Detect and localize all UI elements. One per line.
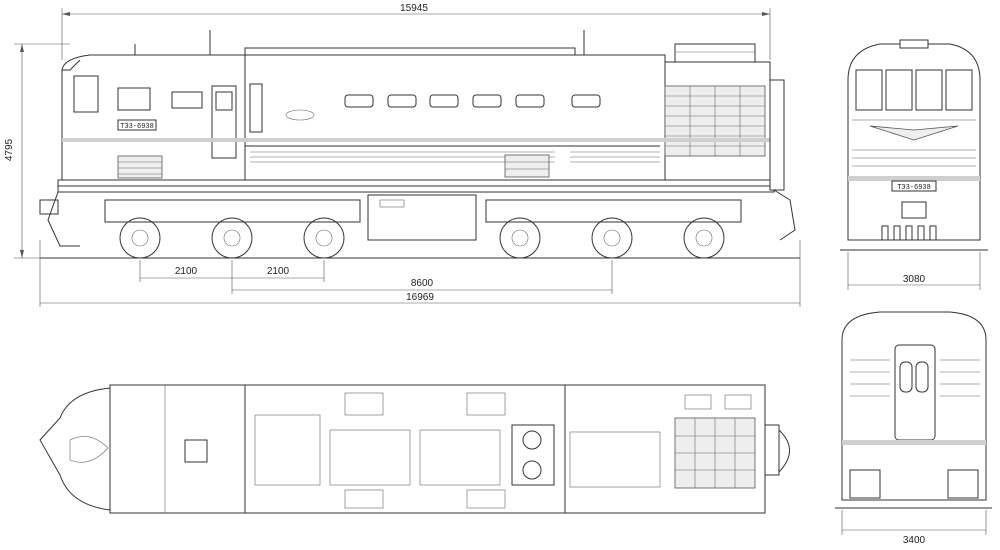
dimension-axle-spacing-2: 2100 (232, 260, 325, 282)
side-number-text: ТЭ3-6938 (120, 123, 154, 131)
dim-label-axle-spacing-1: 2100 (175, 266, 198, 277)
dim-label-body-length: 15945 (400, 3, 428, 14)
dim-label-axle-spacing-2: 2100 (267, 266, 290, 277)
dimension-overall-height: 4795 (4, 43, 70, 259)
dimension-overall-length: 16969 (39, 240, 801, 307)
side-view: 15945 4795 (4, 3, 801, 307)
dimension-axle-spacing-1: 2100 (139, 260, 233, 294)
dimension-rear-width: 3400 (841, 510, 987, 546)
dim-label-overall-height: 4795 (4, 138, 15, 161)
dimension-front-width: 3080 (847, 252, 981, 290)
dimension-bogie-centers: 8600 (232, 260, 613, 294)
dim-label-front-width: 3080 (903, 274, 926, 285)
bogie-front (104, 199, 361, 259)
dim-label-rear-width: 3400 (903, 535, 926, 546)
side-number-plate: ТЭ3-6938 (117, 119, 157, 131)
radiator-grille (664, 85, 766, 157)
dim-label-overall-length: 16969 (406, 292, 434, 303)
bogie-rear (485, 199, 742, 259)
front-view: ТЭ3-6938 3080 (840, 39, 988, 290)
top-view (39, 384, 790, 514)
front-number-plate: ТЭ3-6938 (891, 180, 937, 192)
dim-label-bogie-centers: 8600 (411, 278, 434, 289)
rear-view: 3400 (835, 311, 992, 546)
dimension-body-length: 15945 (61, 3, 771, 60)
front-number-text: ТЭ3-6938 (897, 184, 931, 192)
